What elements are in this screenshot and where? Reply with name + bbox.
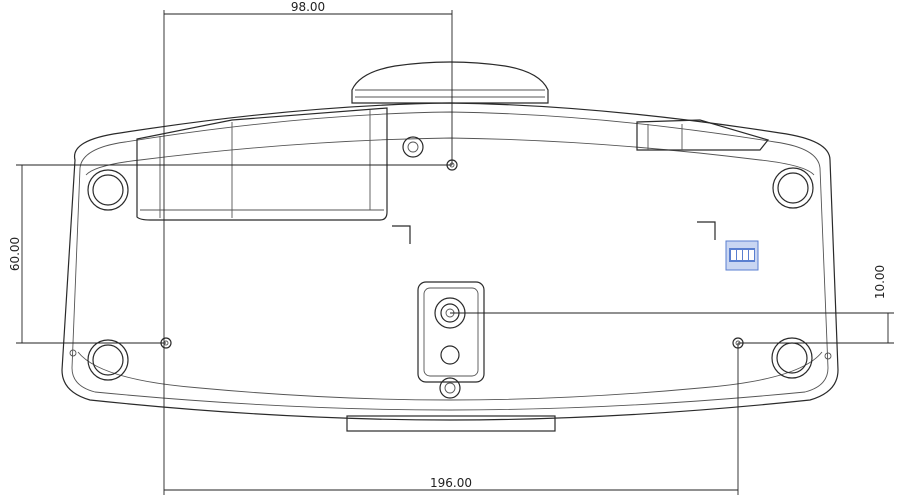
rubber-foot-bottom-right xyxy=(771,337,813,379)
dimension-right: 10.00 xyxy=(450,265,894,344)
bottom-strip xyxy=(346,415,556,432)
top-right-panel xyxy=(636,119,770,151)
dip-switch xyxy=(725,240,759,271)
tripod-mount xyxy=(417,281,485,399)
top-left-panel xyxy=(136,107,388,221)
dimension-bottom: 196.00 xyxy=(164,343,739,495)
rubber-foot-top-right xyxy=(772,167,814,209)
edge-holes xyxy=(69,349,832,360)
dimension-top-label: 98.00 xyxy=(291,0,325,14)
dimension-left: 60.00 xyxy=(8,164,452,344)
rubber-foot-bottom-left xyxy=(87,339,129,381)
dimension-right-label: 10.00 xyxy=(873,265,887,299)
dimension-left-label: 60.00 xyxy=(8,237,22,271)
top-elevator-foot xyxy=(351,61,549,104)
corner-mark-right xyxy=(697,221,716,240)
rubber-foot-top-left xyxy=(87,169,129,211)
corner-mark-left xyxy=(392,225,411,244)
dimension-bottom-label: 196.00 xyxy=(430,476,472,490)
dimension-top: 98.00 xyxy=(163,0,453,495)
